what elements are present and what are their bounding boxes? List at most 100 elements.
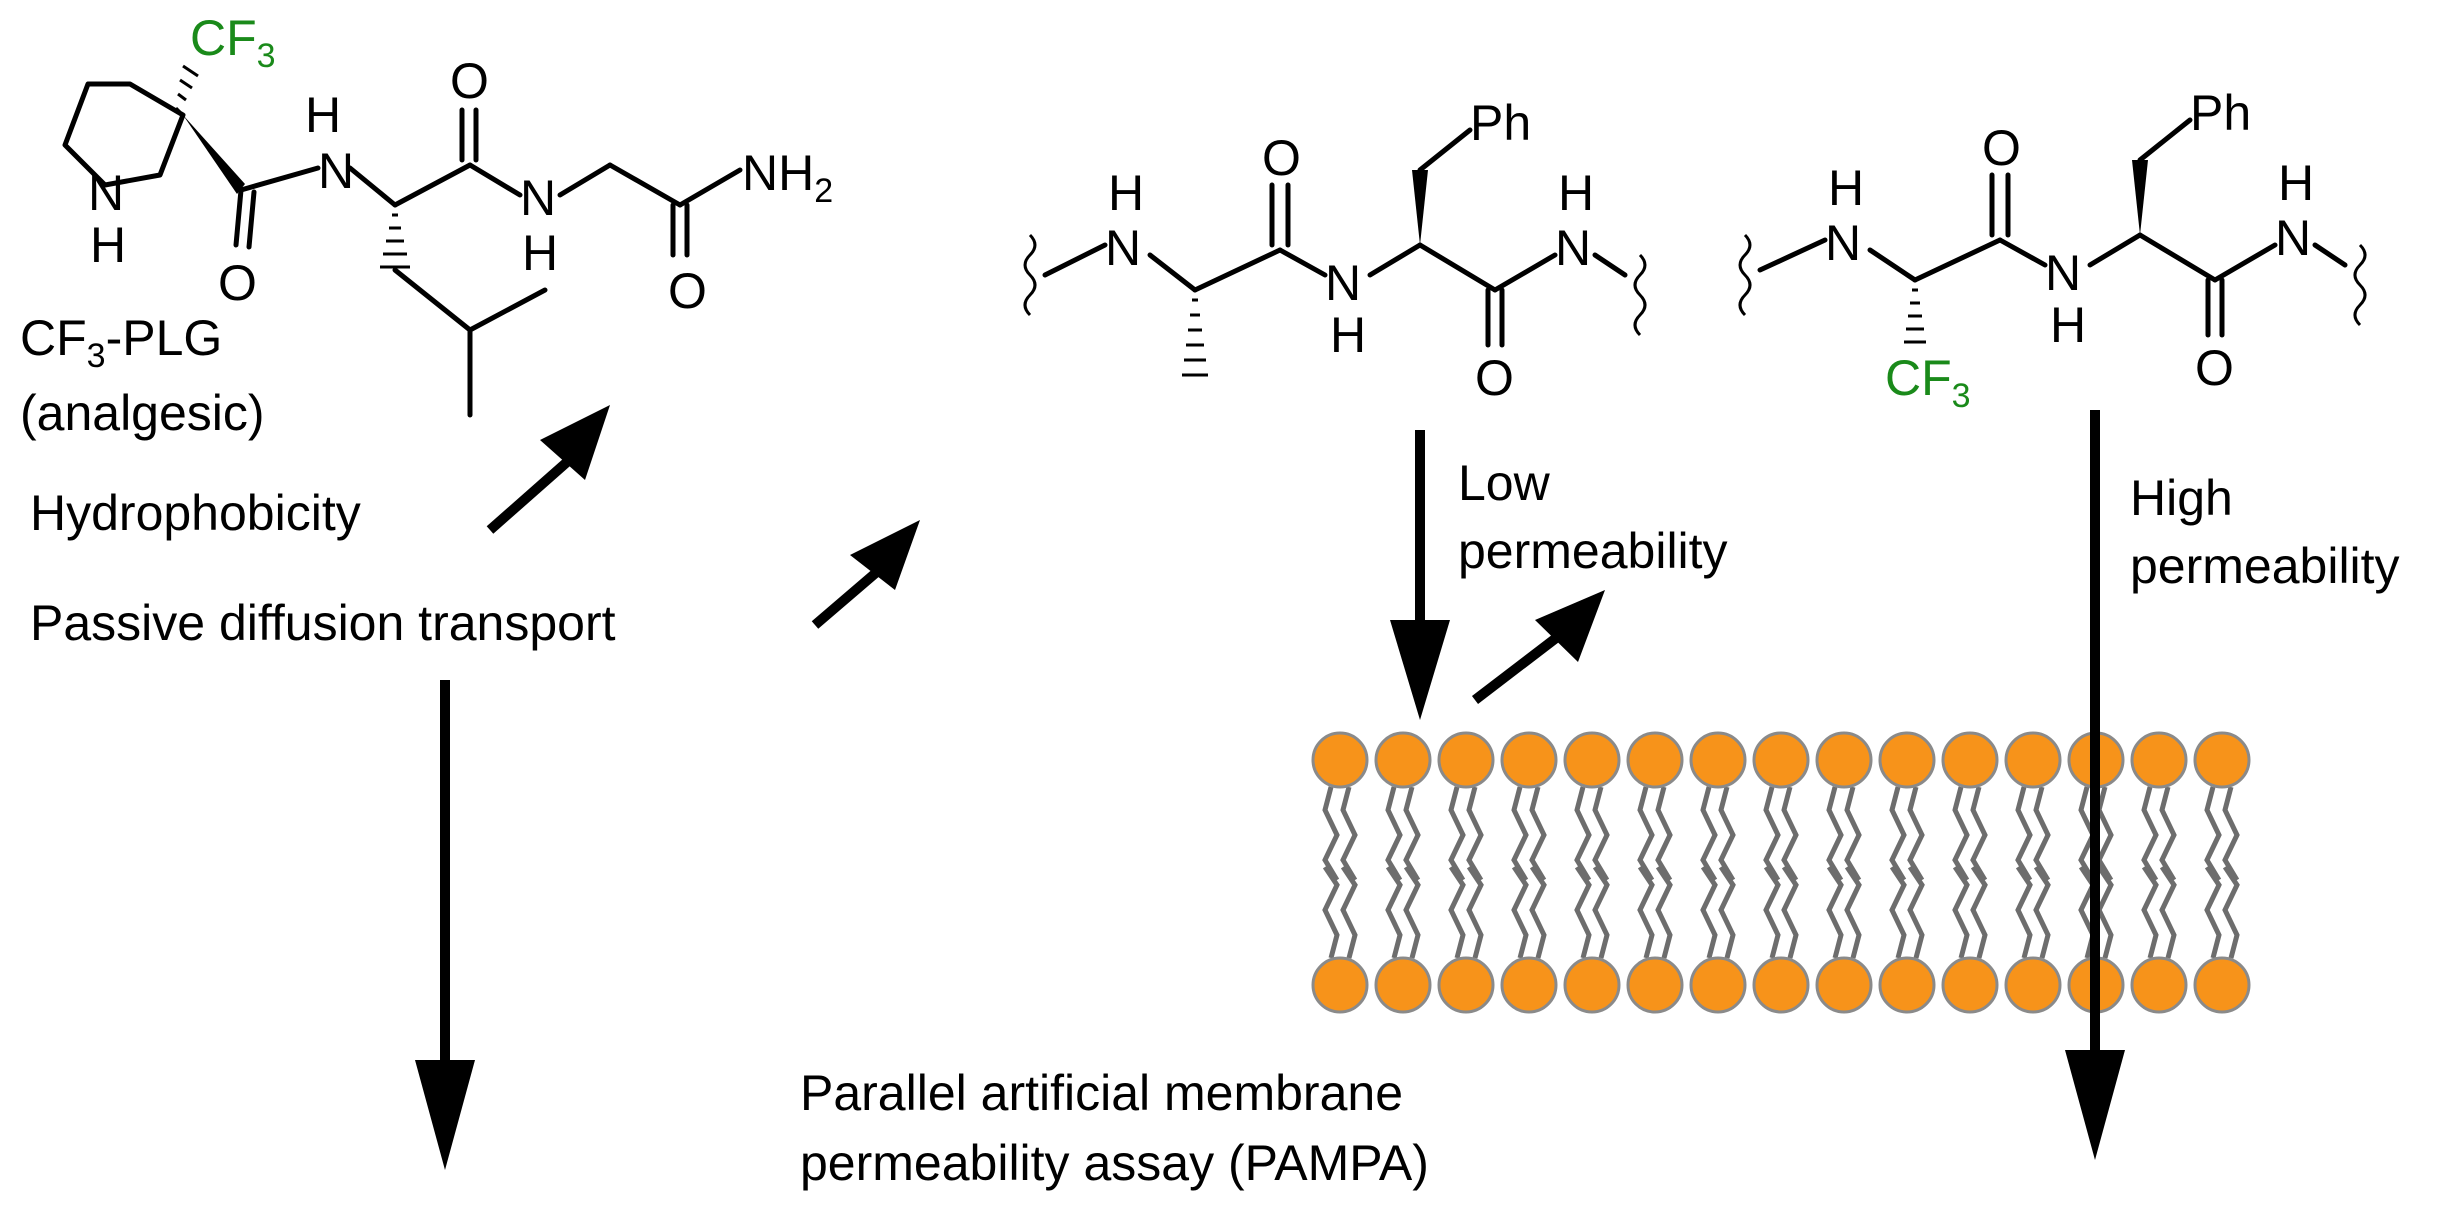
nh2-n-atom: N bbox=[520, 170, 556, 226]
lipid-tail-lower bbox=[1844, 865, 1862, 959]
lipid-tail-lower bbox=[1448, 865, 1466, 959]
lipid-tail-upper bbox=[1403, 786, 1421, 882]
lipid-tail-lower bbox=[1529, 865, 1547, 959]
nh2-h-atom: H bbox=[522, 225, 558, 281]
lipid-tail-lower bbox=[1637, 865, 1655, 959]
cf3-hashed-bond bbox=[174, 64, 199, 114]
lipid-head-upper bbox=[1941, 731, 1999, 789]
lipid-head-upper bbox=[1500, 731, 1558, 789]
lipid-tail-upper bbox=[1952, 786, 1970, 882]
ala-r-h-atom: H bbox=[1558, 165, 1594, 221]
lipid-head-upper bbox=[2004, 731, 2062, 789]
pampa-label-1: Parallel artificial membrane bbox=[800, 1065, 1403, 1121]
tfm-o-top-atom: O bbox=[1982, 120, 2021, 176]
passive-diffusion-label: Passive diffusion transport bbox=[30, 595, 616, 651]
lipid-tail-lower bbox=[1592, 865, 1610, 959]
lipid-tail-upper bbox=[1385, 786, 1403, 882]
wedge-bond bbox=[183, 115, 245, 194]
leu-hashed-bond bbox=[380, 213, 410, 269]
lipid-head-upper bbox=[1374, 731, 1432, 789]
lipid-head-lower bbox=[2004, 956, 2062, 1014]
lipid-tail-lower bbox=[1907, 865, 1925, 959]
tfm-mid-h-atom: H bbox=[2050, 297, 2086, 353]
lipid-tail-upper bbox=[1448, 786, 1466, 882]
cf3-plg-name: CF3-PLG bbox=[20, 310, 222, 375]
lipid-tail-lower bbox=[2159, 865, 2177, 959]
tfm-phe-peptide: H N O N H CF3 Ph H N O bbox=[1738, 85, 2367, 415]
high-permeability-label-2: permeability bbox=[2130, 538, 2400, 594]
lipid-tail-lower bbox=[1970, 865, 1988, 959]
tfm-nh-n-atom: N bbox=[1825, 215, 1861, 271]
lipid-tail-lower bbox=[1826, 865, 1844, 959]
lipid-tail-lower bbox=[2033, 865, 2051, 959]
lipid-tail-lower bbox=[2096, 865, 2114, 959]
low-permeability-label-1: Low bbox=[1458, 455, 1551, 511]
lipid-tail-lower bbox=[1700, 865, 1718, 959]
lipid-tail-lower bbox=[2015, 865, 2033, 959]
lipid-tail-upper bbox=[2222, 786, 2240, 882]
lipid-tail-upper bbox=[1781, 786, 1799, 882]
ring-h-atom: H bbox=[90, 217, 126, 273]
lipid-tail-upper bbox=[1844, 786, 1862, 882]
lipid-tail-upper bbox=[1826, 786, 1844, 882]
lipid-tail-lower bbox=[1403, 865, 1421, 959]
lipid-tail-upper bbox=[1889, 786, 1907, 882]
lipid-tail-upper bbox=[1637, 786, 1655, 882]
lipid-tail-upper bbox=[2015, 786, 2033, 882]
lipid-head-lower bbox=[1500, 956, 1558, 1014]
tfm-cf3-label: CF3 bbox=[1885, 350, 1971, 415]
lipid-tail-upper bbox=[1529, 786, 1547, 882]
cf3-label: CF3 bbox=[190, 10, 276, 75]
lipid-head-lower bbox=[1626, 956, 1684, 1014]
lipid-tail-upper bbox=[1655, 786, 1673, 882]
lipid-tail-upper bbox=[1511, 786, 1529, 882]
lipid-tail-upper bbox=[1466, 786, 1484, 882]
tfm-nh-h-atom: H bbox=[1828, 160, 1864, 216]
nh1-n-atom: N bbox=[318, 143, 354, 199]
lipid-tail-lower bbox=[1574, 865, 1592, 959]
ala-phe-peptide: H N O N H Ph H N O bbox=[1023, 95, 1647, 406]
ala-ph-label: Ph bbox=[1470, 95, 1531, 151]
hydrophobicity-label: Hydrophobicity bbox=[30, 485, 361, 541]
lipid-tail-upper bbox=[1907, 786, 1925, 882]
lipid-head-lower bbox=[1311, 956, 1369, 1014]
lipid-head-lower bbox=[1815, 956, 1873, 1014]
lipid-head-lower bbox=[1689, 956, 1747, 1014]
lipid-tail-upper bbox=[1763, 786, 1781, 882]
lipid-tail-lower bbox=[1718, 865, 1736, 959]
lipid-tail-upper bbox=[1970, 786, 1988, 882]
lipid-head-lower bbox=[1563, 956, 1621, 1014]
high-permeability-down-arrow bbox=[2065, 410, 2125, 1160]
ring-n-atom: N bbox=[88, 165, 124, 221]
o3-atom: O bbox=[668, 263, 707, 319]
o1-atom: O bbox=[218, 255, 257, 311]
lipid-head-upper bbox=[1878, 731, 1936, 789]
nh1-h-atom: H bbox=[305, 87, 341, 143]
lipid-tail-lower bbox=[1952, 865, 1970, 959]
lipid-tail-lower bbox=[2204, 865, 2222, 959]
lipid-tail-lower bbox=[1322, 865, 1340, 959]
lipid-head-lower bbox=[2193, 956, 2251, 1014]
lipid-head-lower bbox=[1752, 956, 1810, 1014]
lipid-tail-lower bbox=[1340, 865, 1358, 959]
lipid-tail-upper bbox=[1592, 786, 1610, 882]
lipid-tail-upper bbox=[1718, 786, 1736, 882]
ala-r-n-atom: N bbox=[1555, 220, 1591, 276]
pyrrolidine-ring bbox=[62, 81, 186, 188]
lipid-head-upper bbox=[1752, 731, 1810, 789]
lipid-head-upper bbox=[1437, 731, 1495, 789]
pampa-label-2: permeability assay (PAMPA) bbox=[800, 1135, 1429, 1191]
tfm-r-n-atom: N bbox=[2275, 210, 2311, 266]
lipid-tail-upper bbox=[2096, 786, 2114, 882]
lipid-tail-lower bbox=[1655, 865, 1673, 959]
hydrophobicity-arrow bbox=[486, 405, 610, 534]
lipid-tail-lower bbox=[1466, 865, 1484, 959]
lipid-tail-lower bbox=[2222, 865, 2240, 959]
ala-mid-n-atom: N bbox=[1325, 255, 1361, 311]
amide-nh2-atom: NH2 bbox=[742, 145, 833, 210]
lipid-tail-lower bbox=[1385, 865, 1403, 959]
lipid-bilayer-membrane bbox=[1311, 731, 2251, 1014]
lipid-head-upper bbox=[1563, 731, 1621, 789]
tfm-o-bottom-atom: O bbox=[2195, 340, 2234, 396]
